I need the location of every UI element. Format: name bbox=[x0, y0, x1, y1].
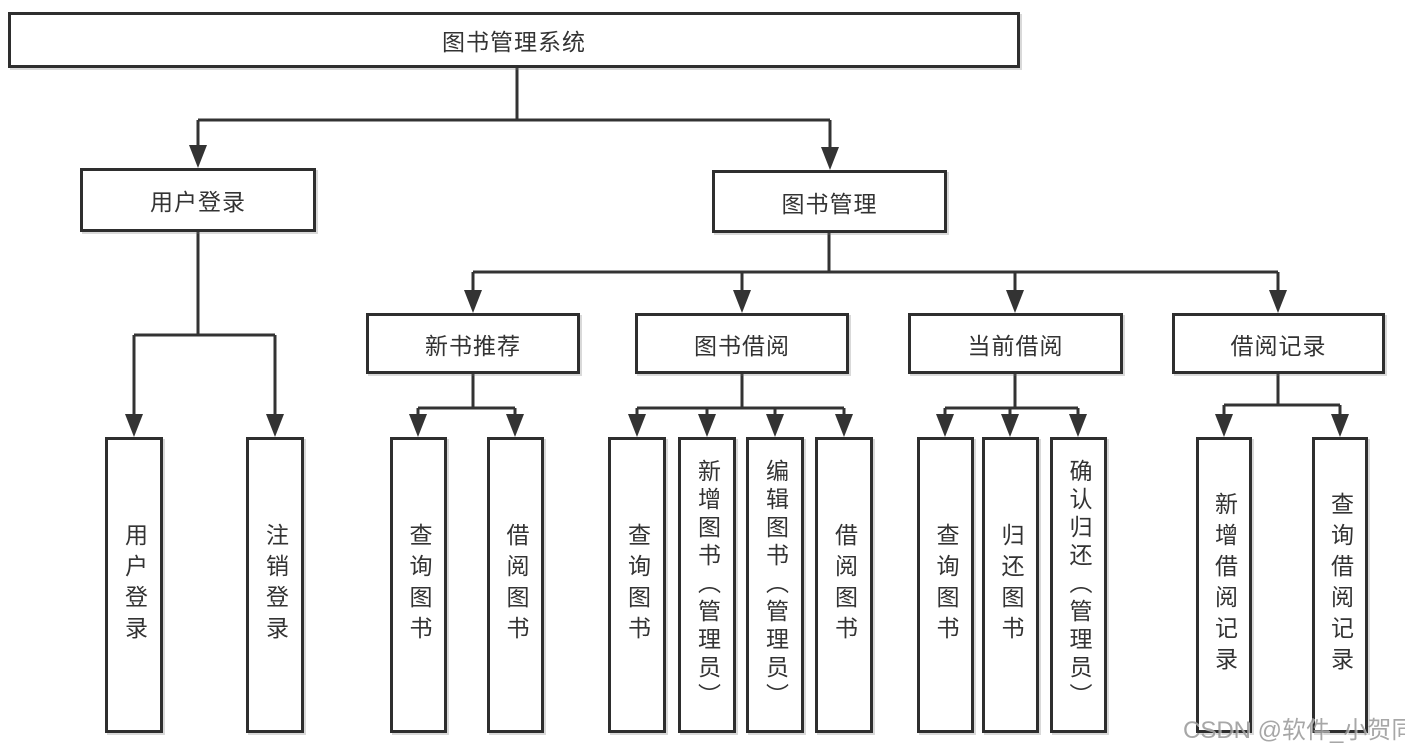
node-leaf-borrow-book-borrow: 借阅图书 bbox=[815, 437, 873, 733]
node-leaf-logout-label: 注销登录 bbox=[262, 523, 289, 647]
connector-borrow-records-children bbox=[1222, 374, 1342, 416]
node-current-borrow-label: 当前借阅 bbox=[967, 332, 1064, 359]
connector-user-login-children bbox=[132, 232, 277, 416]
node-root-label: 图书管理系统 bbox=[442, 29, 586, 55]
node-leaf-add-borrow-record: 新增借阅记录 bbox=[1196, 437, 1252, 733]
node-new-book-recommend-label: 新书推荐 bbox=[425, 332, 521, 359]
node-book-borrow: 图书借阅 bbox=[635, 313, 849, 374]
node-leaf-add-book-admin: 新增图书（管理员） bbox=[678, 437, 736, 733]
node-book-management: 图书管理 bbox=[712, 170, 947, 233]
node-user-login: 用户登录 bbox=[80, 168, 316, 232]
node-leaf-borrow-book-borrow-label: 借阅图书 bbox=[831, 523, 858, 647]
node-leaf-return-book: 归还图书 bbox=[982, 437, 1039, 733]
node-leaf-query-book-current: 查询图书 bbox=[917, 437, 974, 733]
connector-recommend-children bbox=[416, 374, 517, 416]
node-leaf-logout: 注销登录 bbox=[246, 437, 304, 733]
node-leaf-query-borrow-record-label: 查询借阅记录 bbox=[1327, 492, 1354, 678]
node-leaf-edit-book-admin-label: 编辑图书（管理员） bbox=[762, 459, 789, 711]
node-leaf-query-book-current-label: 查询图书 bbox=[933, 523, 959, 647]
node-leaf-user-login-label: 用户登录 bbox=[121, 523, 148, 647]
node-current-borrow: 当前借阅 bbox=[908, 313, 1123, 374]
connector-root-children bbox=[196, 68, 832, 149]
node-user-login-label: 用户登录 bbox=[150, 189, 246, 215]
connector-current-borrow-children bbox=[943, 374, 1080, 416]
node-leaf-borrow-book-recommend: 借阅图书 bbox=[487, 437, 544, 733]
arrowheads-level3 bbox=[464, 290, 1287, 313]
node-leaf-query-book-borrow: 查询图书 bbox=[608, 437, 666, 733]
node-leaf-add-book-admin-label: 新增图书（管理员） bbox=[694, 459, 721, 711]
node-leaf-confirm-return-admin-label: 确认归还（管理员） bbox=[1066, 459, 1092, 711]
node-leaf-query-book-recommend-label: 查询图书 bbox=[406, 523, 432, 647]
node-book-borrow-label: 图书借阅 bbox=[694, 332, 790, 359]
node-leaf-user-login: 用户登录 bbox=[105, 437, 163, 733]
node-borrow-records: 借阅记录 bbox=[1172, 313, 1385, 374]
csdn-watermark: CSDN @软件_小贺同学 bbox=[1183, 717, 1405, 744]
node-leaf-return-book-label: 归还图书 bbox=[998, 523, 1024, 647]
connector-book-management-children bbox=[471, 233, 1280, 292]
arrowheads-leaf-row bbox=[125, 414, 1349, 437]
node-book-management-label: 图书管理 bbox=[781, 190, 878, 217]
node-leaf-edit-book-admin: 编辑图书（管理员） bbox=[746, 437, 804, 733]
node-root: 图书管理系统 bbox=[8, 12, 1020, 68]
node-leaf-query-book-borrow-label: 查询图书 bbox=[624, 523, 651, 647]
node-leaf-query-borrow-record: 查询借阅记录 bbox=[1312, 437, 1368, 733]
node-leaf-query-book-recommend: 查询图书 bbox=[390, 437, 447, 733]
node-new-book-recommend: 新书推荐 bbox=[366, 313, 580, 374]
node-borrow-records-label: 借阅记录 bbox=[1230, 332, 1327, 359]
connector-book-borrow-children bbox=[635, 374, 846, 416]
node-leaf-borrow-book-recommend-label: 借阅图书 bbox=[503, 523, 529, 647]
arrowheads-level2 bbox=[189, 145, 839, 170]
node-leaf-add-borrow-record-label: 新增借阅记录 bbox=[1211, 492, 1238, 678]
node-leaf-confirm-return-admin: 确认归还（管理员） bbox=[1050, 437, 1107, 733]
